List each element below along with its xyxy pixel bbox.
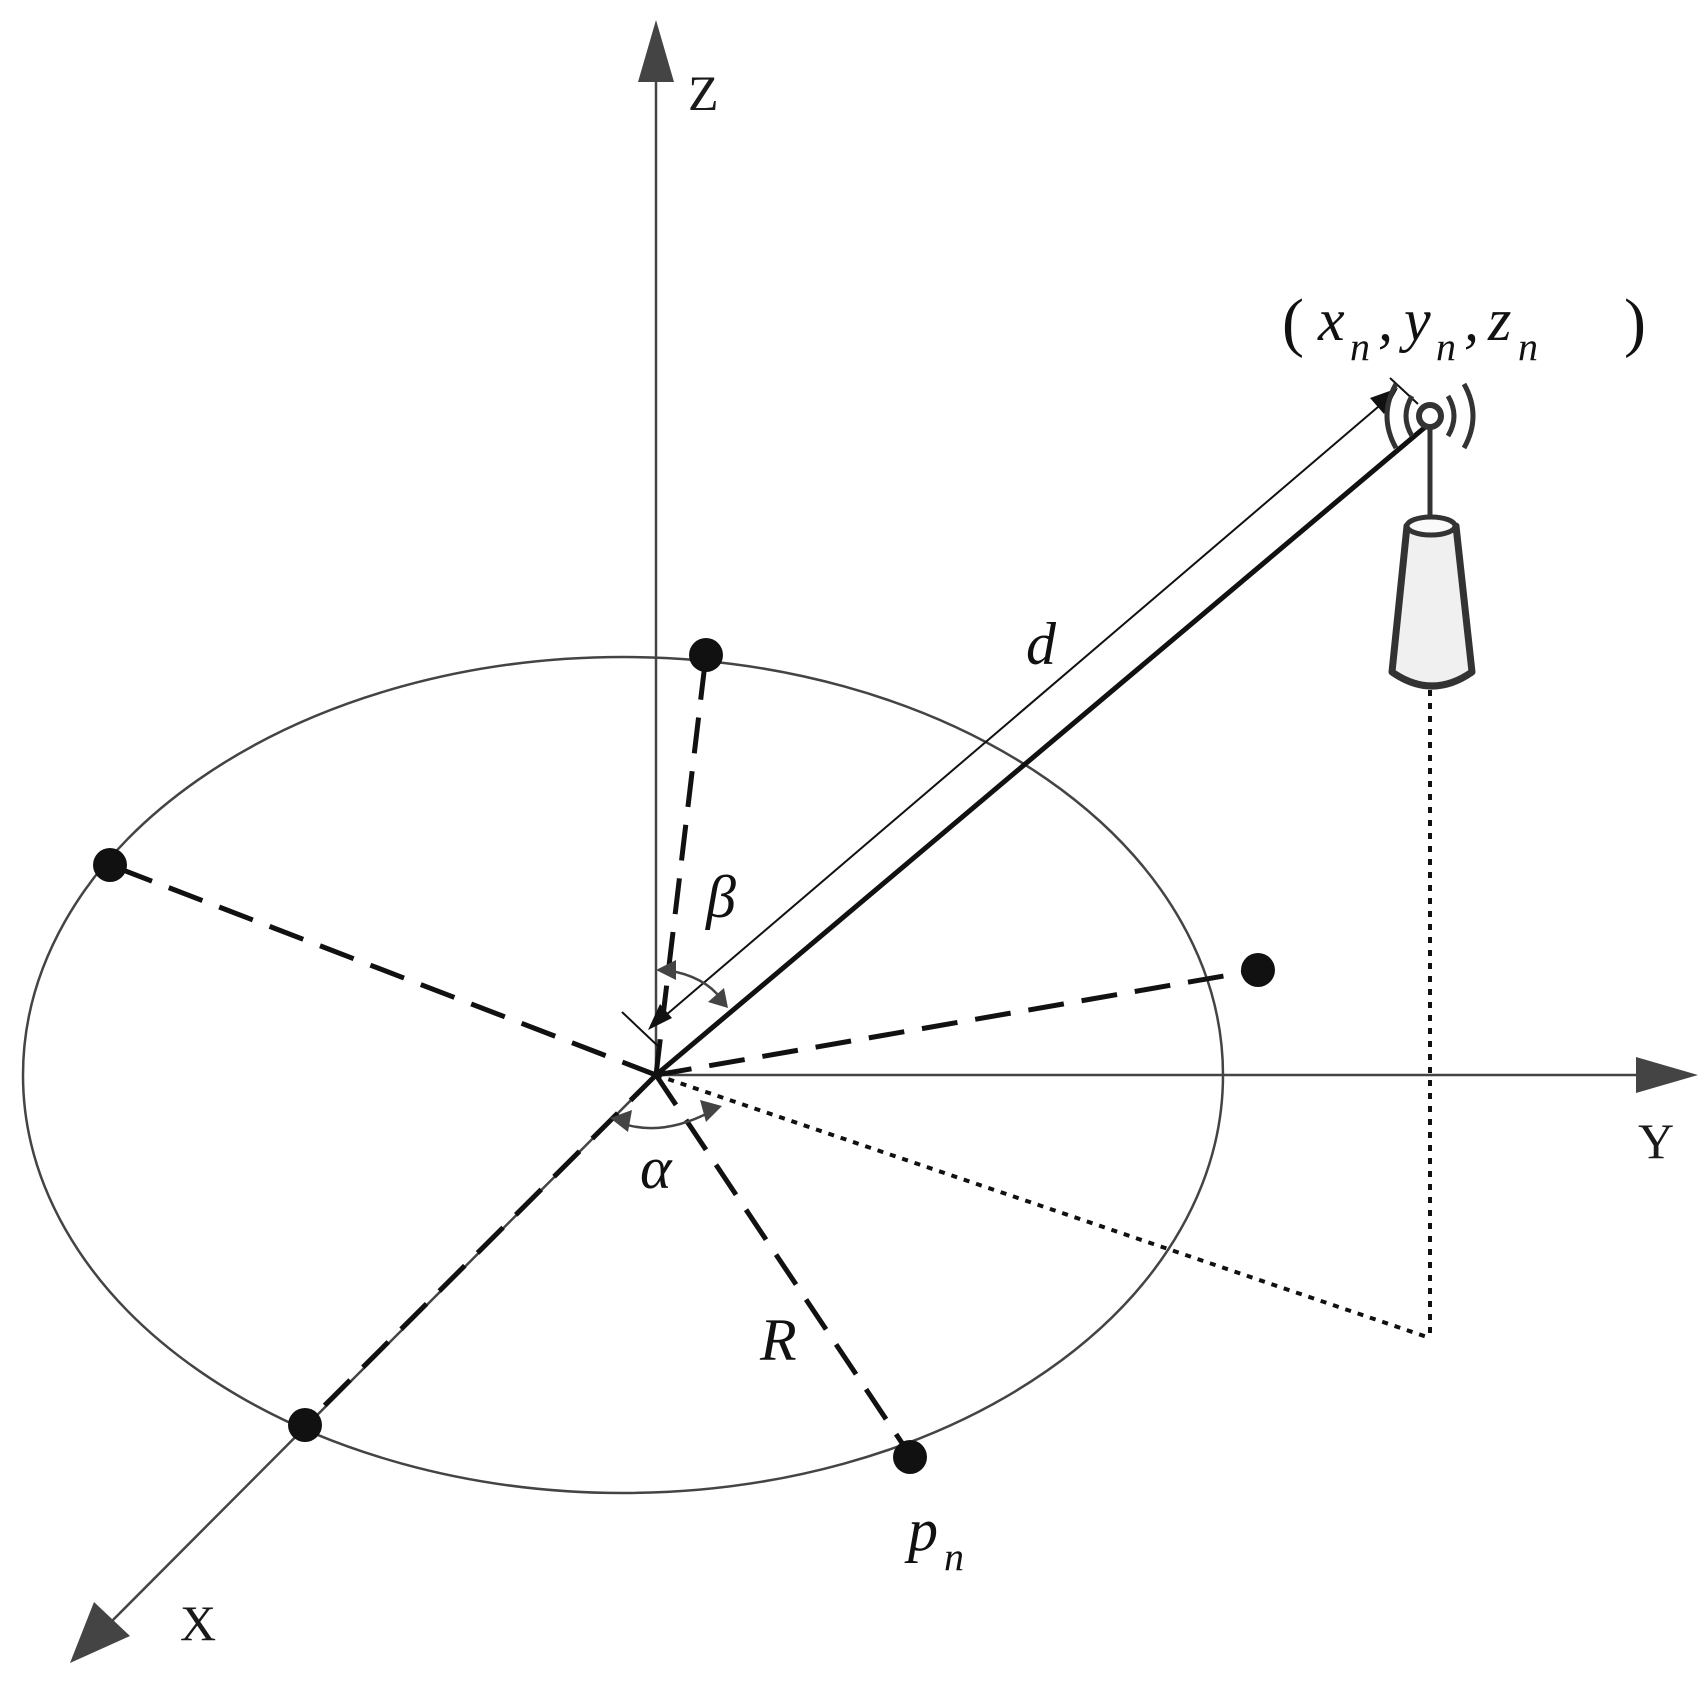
- z-axis: [638, 20, 674, 1075]
- elevation-angle-label: β: [705, 864, 736, 930]
- reference-point: [288, 1408, 322, 1442]
- z-axis-label: Z: [688, 65, 719, 121]
- svg-text:(: (: [1282, 286, 1304, 359]
- radius-lines: [109, 654, 1259, 1457]
- reference-point: [93, 848, 127, 882]
- beta-angle-arc: [656, 960, 728, 1008]
- svg-text:n: n: [1518, 324, 1538, 369]
- svg-text:n: n: [1350, 324, 1370, 369]
- svg-text:,: ,: [1378, 287, 1393, 353]
- reference-points: [93, 638, 1275, 1474]
- azimuth-angle-label: α: [640, 1135, 673, 1201]
- y-axis-label: Y: [1638, 1113, 1674, 1169]
- radius-label: R: [759, 1307, 797, 1373]
- projection-lines: [655, 690, 1432, 1340]
- distance-dimension: [621, 377, 1419, 1049]
- reference-point: [689, 638, 723, 672]
- reference-point: [1241, 953, 1275, 987]
- svg-text:z: z: [1487, 287, 1511, 353]
- reference-point-pn: [893, 1440, 927, 1474]
- x-axis-label: X: [180, 1595, 216, 1651]
- y-axis: [656, 1057, 1698, 1093]
- svg-text:): ): [1624, 286, 1646, 359]
- anchor-vector: [654, 421, 1432, 1077]
- svg-text:n: n: [1436, 324, 1456, 369]
- svg-text:x: x: [1317, 287, 1345, 353]
- distance-label: d: [1026, 611, 1057, 677]
- alpha-angle-arc: [610, 1100, 722, 1132]
- wireless-anchor-tower-icon: [1384, 382, 1476, 690]
- svg-text:,: ,: [1464, 287, 1479, 353]
- point-pn-label: p n: [904, 1497, 964, 1579]
- svg-text:y: y: [1398, 287, 1431, 353]
- svg-text:p: p: [904, 1497, 938, 1563]
- anchor-coordinates-label: ( x n , y n , z n ): [1282, 286, 1646, 369]
- svg-text:n: n: [944, 1534, 964, 1579]
